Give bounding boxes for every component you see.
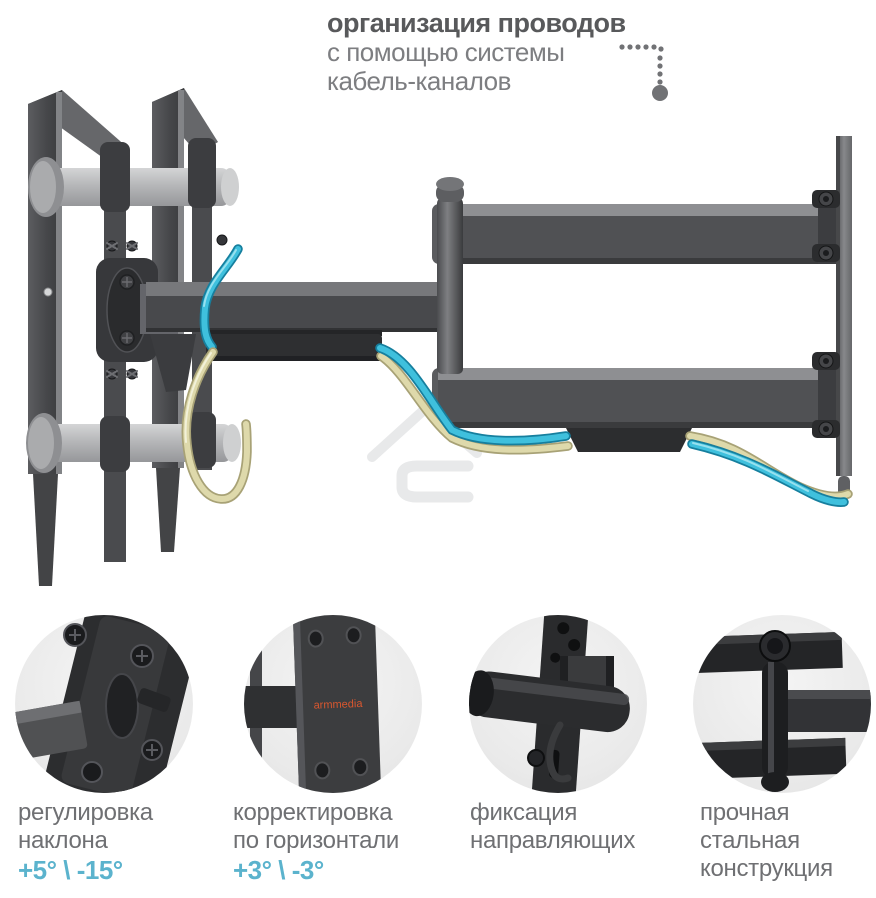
feature-value: +3° \ -3° [233,855,324,885]
feature-text: регулировка [18,799,153,826]
feature-photo-tilt [15,615,193,793]
brand-label: armmedia [313,698,363,712]
feature-text: наклона [18,827,108,854]
dotted-leader-icon [619,44,668,101]
feature-text: прочная [700,799,790,826]
header-subtitle-line2: кабель-каналов [327,66,511,96]
page-title: организация проводов [327,8,626,38]
feature-photo-strip: armmedia [15,615,871,793]
feature-text: фиксация [470,799,578,826]
feature-text: стальная [700,827,800,854]
feature-text: направляющих [470,827,636,854]
feature-caption-rail-lock: фиксация направляющих [470,799,635,855]
feature-text: по горизонтали [233,827,399,854]
feature-value: +5° \ -15° [18,855,123,885]
feature-caption-tilt: регулировка наклона +5° \ -15° [18,799,153,885]
feature-photo-steel-joint [693,615,871,793]
cables [181,244,853,507]
center-arm [146,282,458,361]
feature-photo-rail-lock [469,615,647,793]
wall-arms [432,136,852,498]
product-photo-wall-mount [26,44,853,586]
pivot-pin [436,177,464,374]
feature-photo-horizontal-adjust: armmedia [244,615,422,793]
feature-caption-horizontal-adjust: корректировка по горизонтали +3° \ -3° [233,799,399,885]
feature-caption-steel: прочная стальная конструкция [700,799,833,883]
feature-text: корректировка [233,799,393,826]
header-text-block: организация проводов с помощью системы к… [327,8,626,96]
feature-text: конструкция [700,855,833,882]
mount-bolts [812,190,840,438]
header-subtitle-line1: с помощью системы [327,37,565,67]
